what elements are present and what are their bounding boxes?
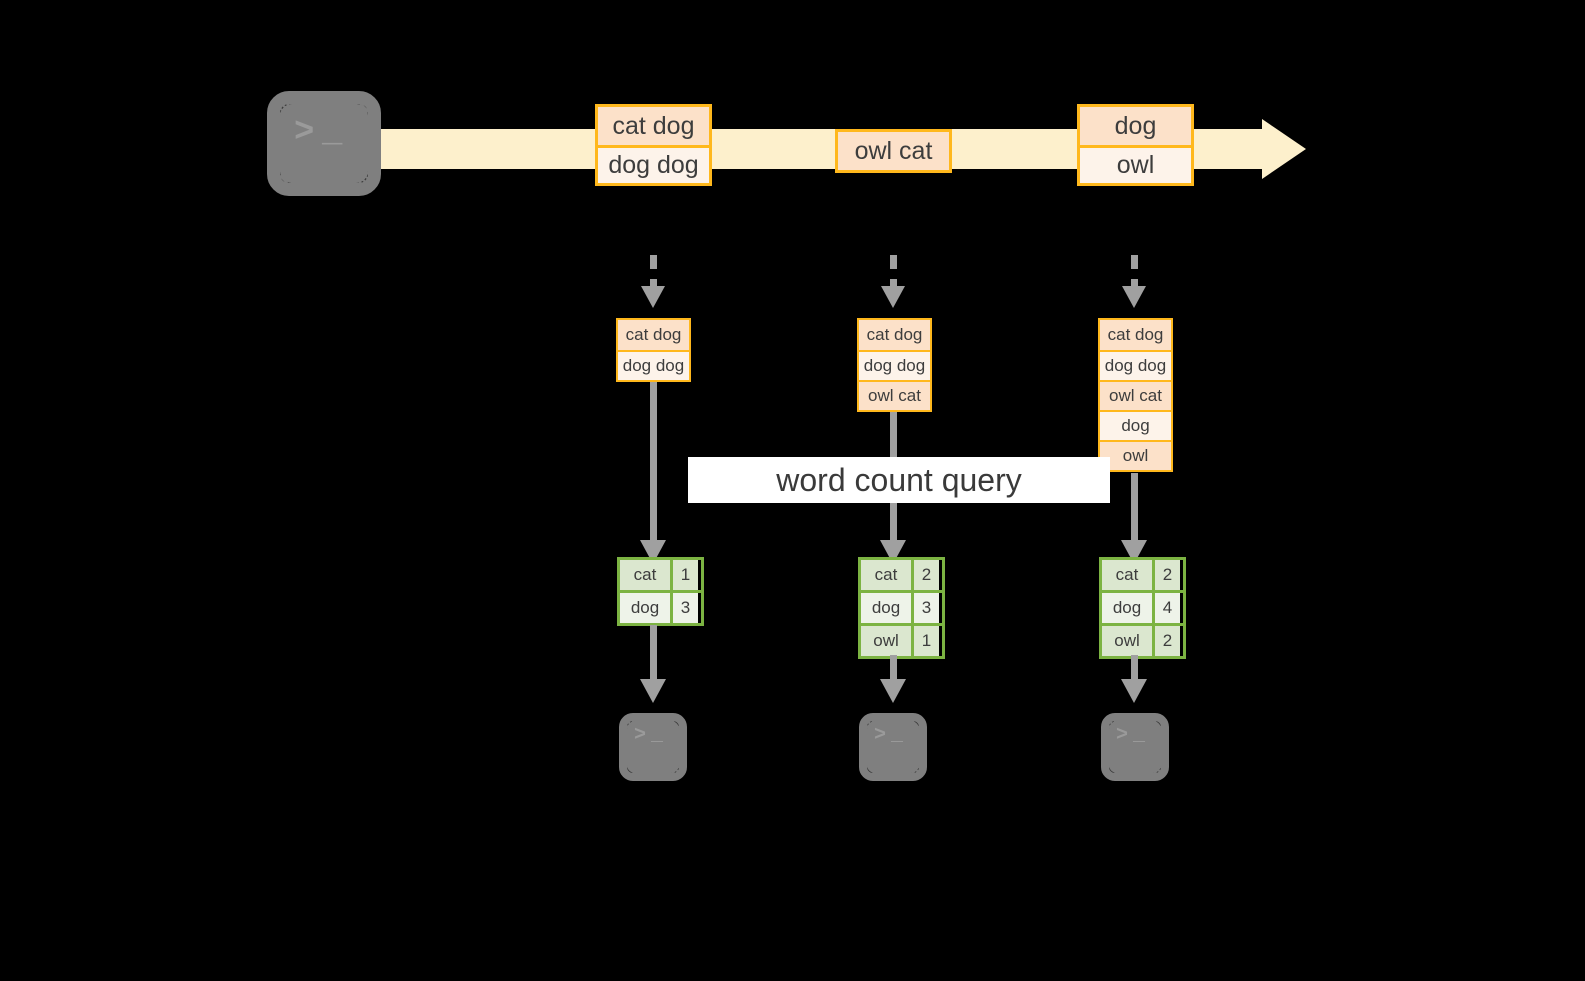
result-2-count-3: 1 [911, 626, 939, 656]
result-table-1-row-2: dog 3 [620, 590, 701, 623]
terminal-cursor-glyph: _ [651, 724, 664, 747]
result-table-2-row-1: cat 2 [861, 560, 942, 590]
snapshot-3-row-2: dog dog [1100, 350, 1171, 380]
terminal-prompt-glyph: > [294, 114, 316, 152]
stream-batch-3[interactable]: dog owl [1077, 104, 1194, 186]
snapshot-1-row-1: cat dog [618, 320, 689, 350]
snapshot-3-row-3: owl cat [1100, 380, 1171, 410]
dashed-connector-2-arrowhead [881, 286, 905, 308]
terminal-cursor-glyph: _ [322, 114, 344, 152]
snapshot-3-row-5: owl [1100, 440, 1171, 470]
result-3-count-3: 2 [1152, 626, 1180, 656]
stream-arrowhead [1262, 119, 1306, 179]
result-1-count-2: 3 [670, 593, 698, 623]
result-3-word-3: owl [1102, 626, 1152, 656]
result-1-word-1: cat [620, 560, 670, 590]
snapshot-1-row-2: dog dog [618, 350, 689, 380]
result-2-word-1: cat [861, 560, 911, 590]
result-1-word-2: dog [620, 593, 670, 623]
result-table-1-row-1: cat 1 [620, 560, 701, 590]
snapshot-2-row-1: cat dog [859, 320, 930, 350]
terminal-cursor-glyph: _ [891, 724, 904, 747]
dashed-connector-2 [890, 255, 897, 288]
result-2-word-2: dog [861, 593, 911, 623]
result-2-count-2: 3 [911, 593, 939, 623]
result-3-count-2: 4 [1152, 593, 1180, 623]
sink-connector-2 [890, 655, 897, 685]
terminal-prompt-glyph: > [874, 724, 887, 747]
sink-connector-2-arrowhead [880, 679, 906, 703]
dashed-connector-3 [1131, 255, 1138, 288]
snapshot-3-accumulated-table[interactable]: cat dog dog dog owl cat dog owl [1098, 318, 1173, 472]
result-1-count-1: 1 [670, 560, 698, 590]
sink-terminal-icon-1[interactable]: > _ [619, 713, 687, 781]
result-3-word-1: cat [1102, 560, 1152, 590]
snapshot-1-accumulated-table[interactable]: cat dog dog dog [616, 318, 691, 382]
result-3-count-1: 2 [1152, 560, 1180, 590]
snapshot-2-accumulated-table[interactable]: cat dog dog dog owl cat [857, 318, 932, 412]
result-2-word-3: owl [861, 626, 911, 656]
result-3-word-2: dog [1102, 593, 1152, 623]
stream-batch-1[interactable]: cat dog dog dog [595, 104, 712, 186]
dashed-connector-1 [650, 255, 657, 288]
result-table-2-row-2: dog 3 [861, 590, 942, 623]
snapshot-3-row-1: cat dog [1100, 320, 1171, 350]
dashed-connector-3-arrowhead [1122, 286, 1146, 308]
result-table-3-row-2: dog 4 [1102, 590, 1183, 623]
snapshot-2-row-3: owl cat [859, 380, 930, 410]
result-2-count-1: 2 [911, 560, 939, 590]
result-table-3[interactable]: cat 2 dog 4 owl 2 [1099, 557, 1186, 659]
query-banner-label: word count query [776, 461, 1022, 498]
sink-terminal-icon-3[interactable]: > _ [1101, 713, 1169, 781]
terminal-prompt-glyph: > [1116, 724, 1129, 747]
stream-batch-1-row-2: dog dog [598, 145, 709, 183]
terminal-screen: > _ [627, 721, 679, 773]
sink-connector-3-arrowhead [1121, 679, 1147, 703]
query-connector-3 [1131, 473, 1138, 547]
terminal-screen: > _ [280, 104, 368, 183]
stream-batch-1-row-1: cat dog [598, 107, 709, 145]
sink-terminal-icon-2[interactable]: > _ [859, 713, 927, 781]
result-table-2-row-3: owl 1 [861, 623, 942, 656]
sink-connector-1 [650, 625, 657, 685]
terminal-prompt-glyph: > [634, 724, 647, 747]
stream-batch-2[interactable]: owl cat [835, 129, 952, 173]
stream-batch-3-row-1: dog [1080, 107, 1191, 145]
result-table-3-row-1: cat 2 [1102, 560, 1183, 590]
query-connector-1 [650, 382, 657, 547]
query-banner: word count query [688, 457, 1110, 503]
stream-batch-3-row-2: owl [1080, 145, 1191, 183]
terminal-cursor-glyph: _ [1133, 724, 1146, 747]
terminal-screen: > _ [1109, 721, 1161, 773]
source-terminal-icon[interactable]: > _ [267, 91, 381, 196]
snapshot-2-row-2: dog dog [859, 350, 930, 380]
result-table-3-row-3: owl 2 [1102, 623, 1183, 656]
sink-connector-3 [1131, 655, 1138, 685]
result-table-1[interactable]: cat 1 dog 3 [617, 557, 704, 626]
terminal-screen: > _ [867, 721, 919, 773]
stream-batch-2-row-1: owl cat [838, 132, 949, 170]
sink-connector-1-arrowhead [640, 679, 666, 703]
snapshot-3-row-4: dog [1100, 410, 1171, 440]
result-table-2[interactable]: cat 2 dog 3 owl 1 [858, 557, 945, 659]
dashed-connector-1-arrowhead [641, 286, 665, 308]
